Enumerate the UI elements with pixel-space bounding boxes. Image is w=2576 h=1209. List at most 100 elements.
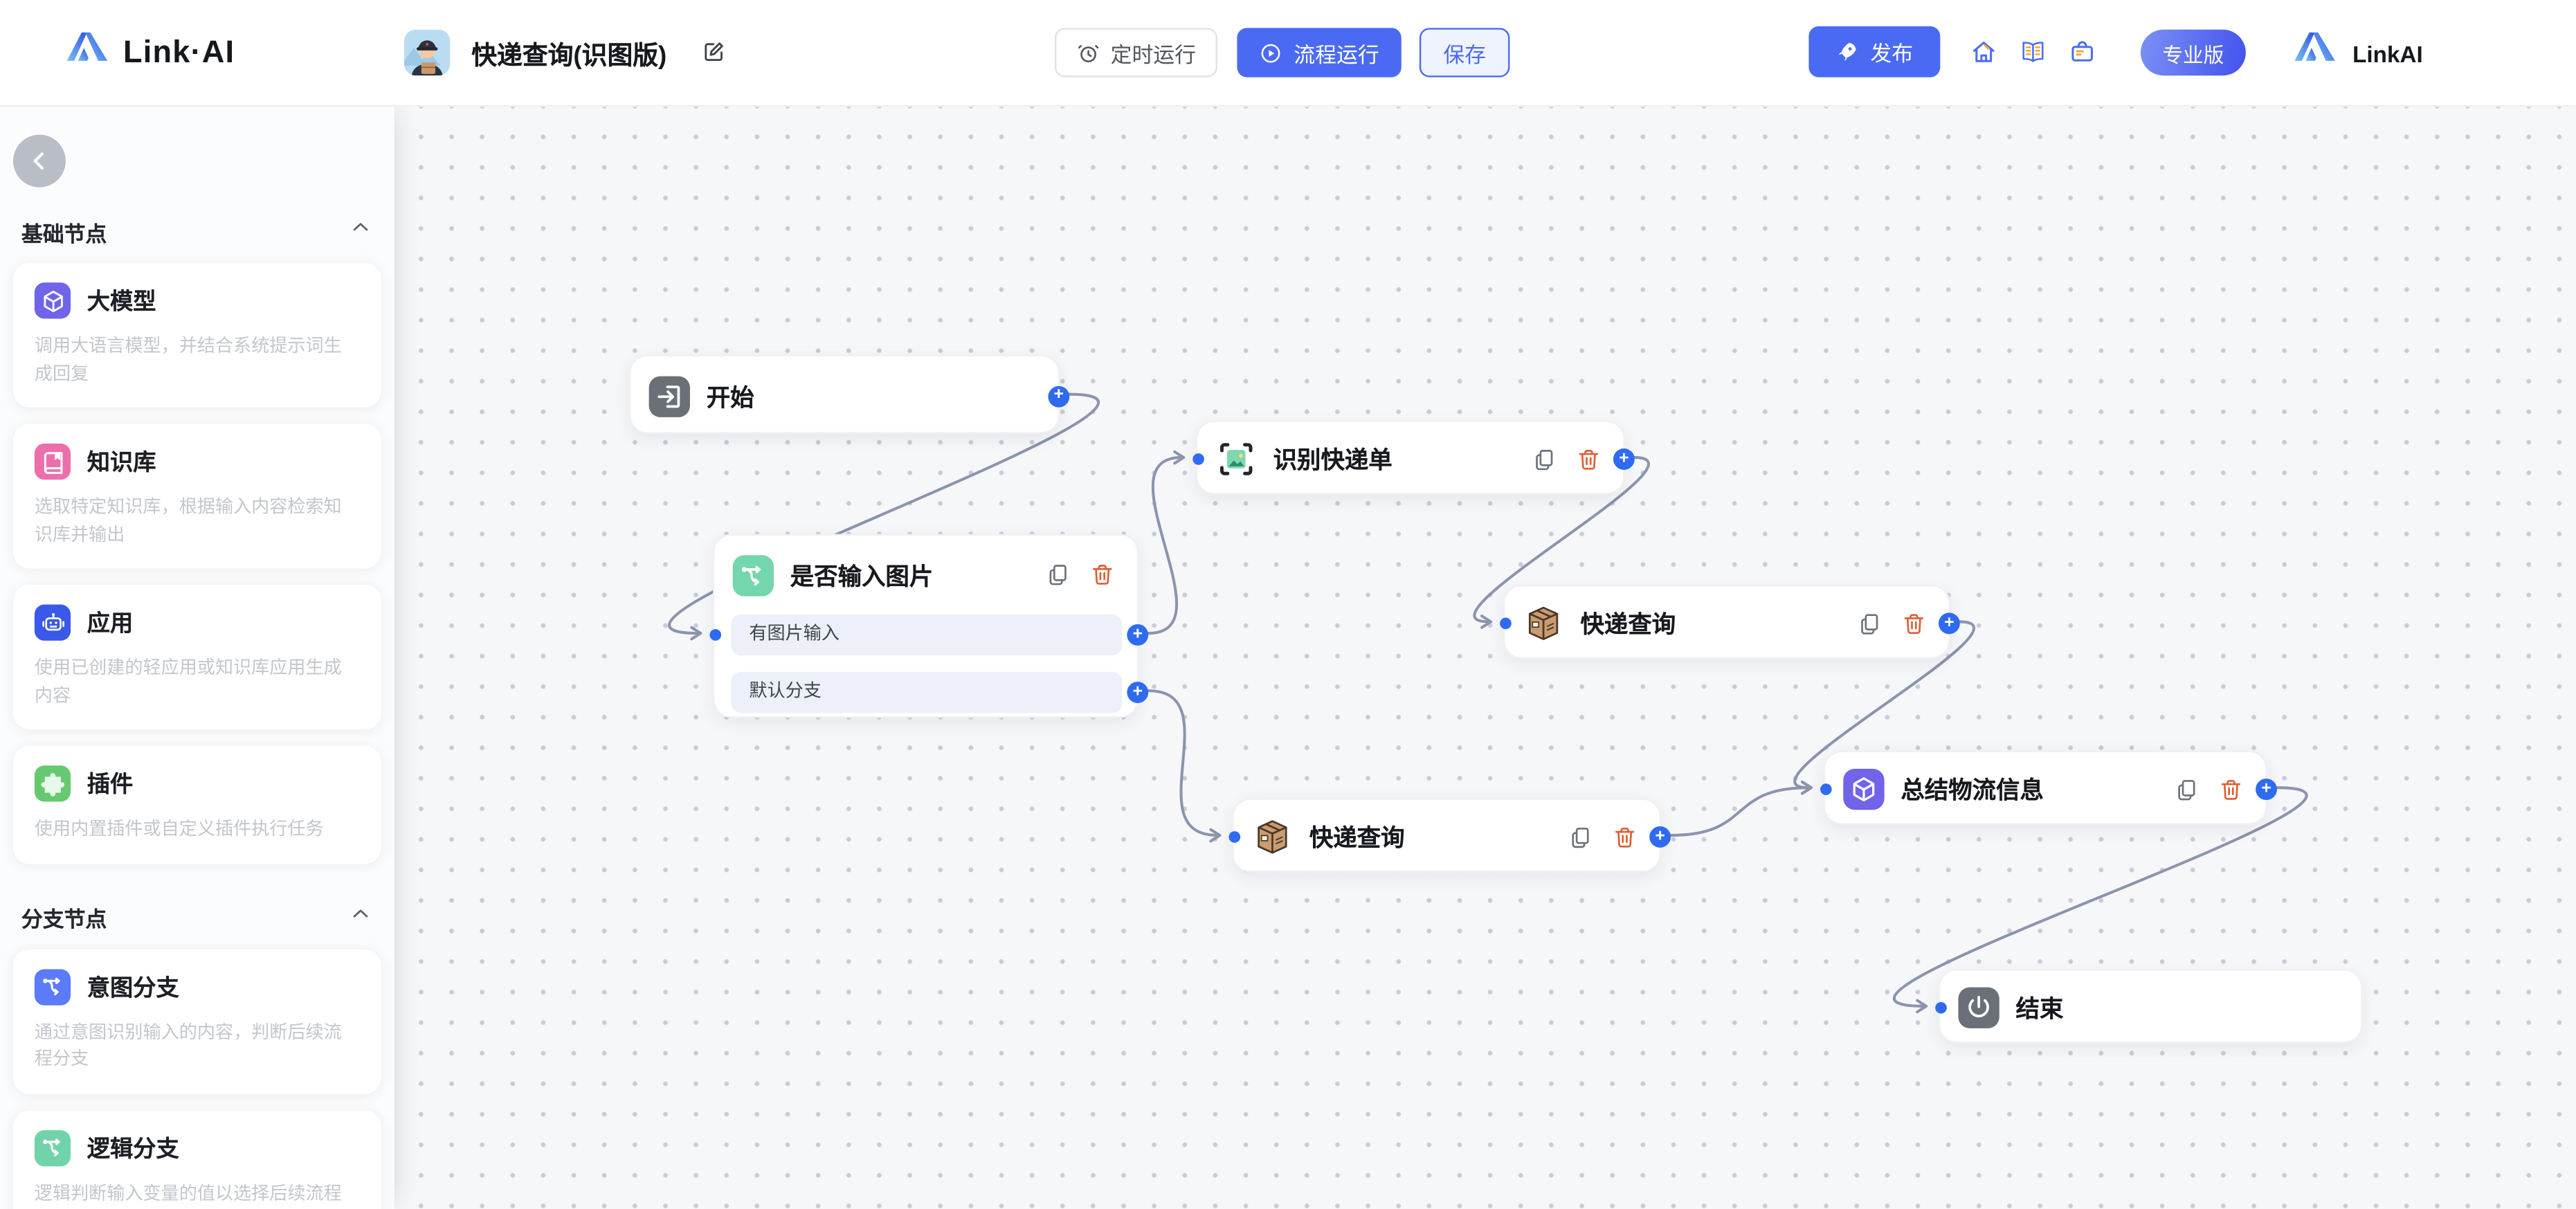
node-header: 识别快递单 — [1216, 422, 1606, 496]
brand-area[interactable]: LinkAI — [2294, 30, 2423, 78]
palette-item-desc: 调用大语言模型，并结合系统提示词生成回复 — [34, 336, 342, 384]
save-button[interactable]: 保存 — [1419, 28, 1510, 78]
add-next-node-button[interactable] — [1048, 385, 1070, 407]
palette-item-row: 插件 — [34, 765, 361, 802]
palette-item-应用[interactable]: 应用使用已创建的轻应用或知识库应用生成内容 — [12, 585, 381, 729]
node-tools — [1045, 562, 1116, 588]
add-next-node-button[interactable] — [2256, 779, 2277, 800]
chevron-left-icon — [33, 152, 44, 170]
docs-book-icon[interactable] — [2019, 38, 2047, 66]
node-title: 结束 — [2015, 997, 2064, 1024]
flow-node-start[interactable]: 开始 — [629, 354, 1070, 435]
flow-node-express1[interactable]: 快递查询 — [1499, 585, 1960, 660]
branch-icon — [34, 1129, 71, 1166]
scheduled-run-button[interactable]: 定时运行 — [1054, 28, 1217, 78]
node-tools — [1531, 446, 1602, 472]
palette-item-desc: 使用已创建的轻应用或知识库应用生成内容 — [34, 658, 342, 706]
play-circle-icon — [1262, 43, 1281, 62]
pro-version-label: 专业版 — [2162, 43, 2224, 67]
linkai-logo[interactable]: Link·AI — [66, 30, 235, 78]
add-next-node-button[interactable] — [1649, 826, 1671, 848]
branch-row-默认分支[interactable]: 默认分支 — [731, 671, 1123, 713]
palette-item-row: 逻辑分支 — [34, 1129, 361, 1166]
section-header-1[interactable]: 分支节点 — [13, 902, 381, 932]
palette-item-row: 知识库 — [34, 443, 361, 480]
collapse-sidebar-button[interactable] — [12, 134, 66, 188]
scheduled-run-label: 定时运行 — [1110, 42, 1197, 67]
palette-item-逻辑分支[interactable]: 逻辑分支逻辑判断输入变量的值以选择后续流程分支 — [12, 1109, 381, 1209]
branch-row-有图片输入[interactable]: 有图片输入 — [731, 614, 1123, 656]
delete-node-icon[interactable] — [1575, 446, 1602, 472]
delete-node-icon[interactable] — [1901, 610, 1927, 637]
copy-node-icon[interactable] — [1045, 562, 1071, 588]
node-tools — [1856, 610, 1927, 637]
flow-node-end[interactable]: 结束 — [1934, 969, 2363, 1045]
section-header-0[interactable]: 基础节点 — [13, 217, 381, 246]
brand-logo-icon — [2294, 30, 2338, 78]
book-icon — [34, 443, 71, 480]
flow-run-button[interactable]: 流程运行 — [1237, 28, 1402, 78]
node-header: 开始 — [648, 356, 1040, 435]
save-label: 保存 — [1443, 42, 1487, 67]
scan-icon — [1216, 439, 1257, 480]
delete-node-icon[interactable] — [1612, 824, 1638, 850]
cube-icon — [1843, 768, 1885, 810]
palette-item-row: 大模型 — [34, 282, 361, 319]
node-title: 是否输入图片 — [790, 564, 934, 591]
palette-item-插件[interactable]: 插件使用内置插件或自定义插件执行任务 — [12, 745, 381, 864]
palette-item-row: 应用 — [34, 604, 361, 641]
delete-node-icon[interactable] — [2217, 776, 2244, 803]
flow-node-summarize[interactable]: 总结物流信息 — [1819, 750, 2277, 826]
node-header: 快递查询 — [1523, 586, 1930, 660]
package-icon — [1252, 817, 1293, 857]
node-header: 快递查询 — [1252, 800, 1642, 874]
palette-item-知识库[interactable]: 知识库选取特定知识库，根据输入内容检索知识库并输出 — [12, 424, 381, 569]
node-header: 是否输入图片 — [732, 536, 1119, 615]
add-next-node-button[interactable] — [1127, 624, 1149, 646]
top-bar: Link·AI 快递查询(识图版) — [0, 0, 2576, 107]
linkai-logo-text: Link·AI — [123, 35, 235, 70]
palette-item-desc: 使用内置插件或自定义插件执行任务 — [34, 819, 324, 839]
copy-node-icon[interactable] — [1568, 824, 1594, 850]
copy-node-icon[interactable] — [2173, 776, 2199, 803]
node-title: 快递查询 — [1309, 826, 1405, 853]
workspace-bag-icon[interactable] — [2068, 38, 2096, 66]
delete-node-icon[interactable] — [1089, 562, 1116, 588]
add-next-node-button[interactable] — [1938, 612, 1960, 635]
palette-item-大模型[interactable]: 大模型调用大语言模型，并结合系统提示词生成回复 — [12, 262, 381, 408]
publish-button[interactable]: 发布 — [1808, 26, 1941, 78]
copy-node-icon[interactable] — [1856, 610, 1883, 637]
palette-item-desc: 逻辑判断输入变量的值以选择后续流程分支 — [34, 1183, 342, 1203]
section-title: 基础节点 — [21, 221, 107, 246]
add-next-node-button[interactable] — [1127, 682, 1149, 703]
robot-icon — [34, 604, 71, 641]
add-next-node-button[interactable] — [1613, 448, 1635, 470]
flow-node-express2[interactable]: 快递查询 — [1228, 798, 1671, 874]
node-tools — [2173, 776, 2244, 803]
pro-version-badge[interactable]: 专业版 — [2140, 29, 2246, 76]
section-title: 分支节点 — [21, 907, 107, 931]
node-title: 快递查询 — [1580, 612, 1676, 639]
power-icon — [1958, 987, 1999, 1028]
input-port[interactable] — [1228, 831, 1240, 843]
palette-item-label: 插件 — [87, 770, 134, 797]
brand-text: LinkAI — [2352, 40, 2423, 67]
node-tools — [1568, 824, 1638, 850]
palette-item-意图分支[interactable]: 意图分支通过意图识别输入的内容，判断后续流程分支 — [12, 948, 381, 1093]
node-title: 开始 — [706, 385, 754, 412]
palette-item-label: 知识库 — [87, 448, 156, 475]
edit-title-icon[interactable] — [702, 39, 727, 64]
cube-icon — [34, 282, 71, 319]
input-port[interactable] — [1192, 453, 1204, 465]
copy-node-icon[interactable] — [1531, 446, 1557, 472]
start-icon — [648, 375, 690, 417]
node-palette-content: 基础节点大模型调用大语言模型，并结合系统提示词生成回复知识库选取特定知识库，根据… — [0, 105, 394, 1209]
node-title: 总结物流信息 — [1901, 779, 2044, 806]
home-icon[interactable] — [1970, 38, 1997, 66]
rocket-icon — [1839, 43, 1857, 61]
palette-item-desc: 选取特定知识库，根据输入内容检索知识库并输出 — [34, 498, 342, 545]
flow-node-recognize[interactable]: 识别快递单 — [1192, 420, 1635, 496]
flow-node-branch[interactable]: 是否输入图片有图片输入默认分支 — [709, 534, 1149, 718]
node-header: 总结物流信息 — [1843, 752, 2247, 826]
node-header: 结束 — [1958, 971, 2342, 1045]
